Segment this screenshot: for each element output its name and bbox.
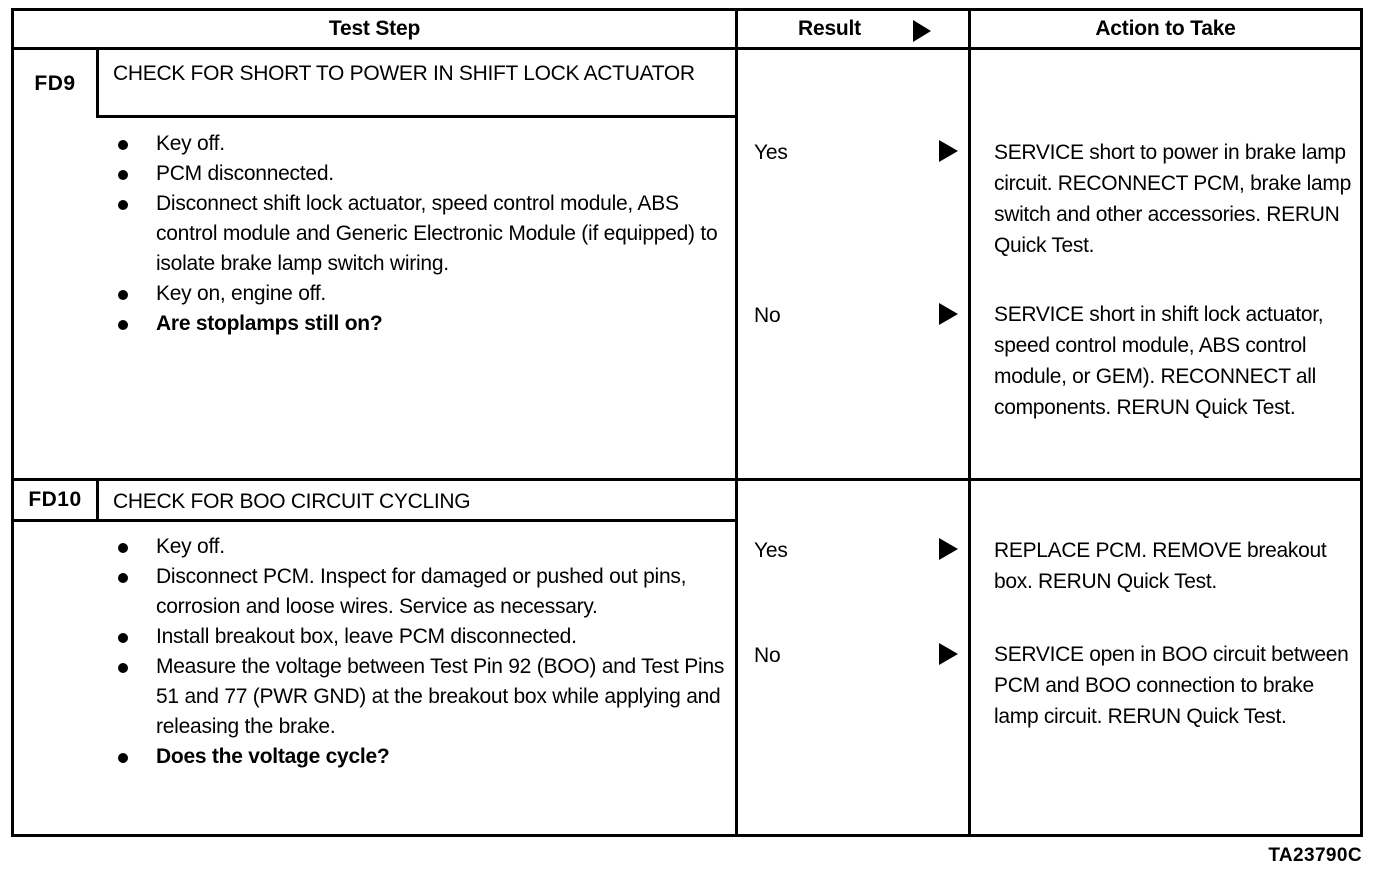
right-triangle-icon (939, 643, 958, 665)
bullet-text: Does the voltage cycle? (156, 745, 390, 768)
column-header-action-to-take: Action to Take (1095, 17, 1236, 40)
bullet-text: Measure the voltage between Test Pin 92 … (156, 655, 725, 738)
step-id-fd10: FD10 (28, 488, 82, 511)
bullet-dot-icon (118, 290, 128, 300)
bullet-dot-icon (118, 543, 128, 553)
bullet-item: Install breakout box, leave PCM disconne… (99, 622, 735, 652)
result-label-fd10-no: No (754, 644, 781, 667)
step-id-divider-fd9 (96, 47, 99, 118)
bullet-item-question: Does the voltage cycle? (99, 742, 735, 772)
action-text-fd9-yes: SERVICE short to power in brake lamp cir… (994, 141, 1351, 257)
bullet-item: Key off. (99, 129, 735, 159)
right-triangle-icon (913, 20, 931, 42)
bullet-dot-icon (118, 320, 128, 330)
bullet-item: Disconnect shift lock actuator, speed co… (99, 189, 735, 279)
bullet-dot-icon (118, 170, 128, 180)
step-bullets-fd9: Key off. PCM disconnected. Disconnect sh… (99, 121, 735, 339)
column-header-test-step: Test Step (328, 17, 421, 40)
action-text-fd9-no: SERVICE short in shift lock actuator, sp… (994, 303, 1324, 419)
test-step-result-divider (735, 11, 738, 834)
step-bullets-fd10: Key off. Disconnect PCM. Inspect for dam… (99, 524, 735, 772)
bullet-text: Install breakout box, leave PCM disconne… (156, 625, 577, 648)
bullet-item-question: Are stoplamps still on? (99, 309, 735, 339)
bullet-dot-icon (118, 573, 128, 583)
result-label-fd10-yes: Yes (754, 539, 788, 562)
bullet-item: Key on, engine off. (99, 279, 735, 309)
bullet-item: Key off. (99, 532, 735, 562)
bullet-item: Measure the voltage between Test Pin 92 … (99, 652, 735, 742)
step-id-fd9: FD9 (34, 72, 76, 95)
right-triangle-icon (939, 140, 958, 162)
bullet-text: Key on, engine off. (156, 282, 326, 305)
bullet-dot-icon (118, 633, 128, 643)
bullet-item: PCM disconnected. (99, 159, 735, 189)
action-text-fd10-yes: REPLACE PCM. REMOVE breakout box. RERUN … (994, 539, 1327, 593)
step-title-fd9: CHECK FOR SHORT TO POWER IN SHIFT LOCK A… (113, 62, 695, 85)
column-header-result: Result (738, 11, 968, 47)
right-triangle-icon (939, 538, 958, 560)
step-title-fd10: CHECK FOR BOO CIRCUIT CYCLING (113, 490, 471, 513)
bullet-dot-icon (118, 200, 128, 210)
bullet-dot-icon (118, 663, 128, 673)
bullet-text: PCM disconnected. (156, 162, 334, 185)
step-title-divider-fd10 (14, 519, 735, 522)
result-action-divider (968, 11, 971, 834)
step-title-divider-fd9 (96, 115, 735, 118)
bullet-text: Disconnect shift lock actuator, speed co… (156, 192, 718, 275)
step-block-divider (14, 478, 1360, 481)
header-divider (14, 47, 1360, 50)
diagnostic-test-step-table: Test Step Result Action to Take FD9 CHEC… (11, 8, 1363, 837)
figure-reference-code: TA23790C (1268, 845, 1362, 866)
right-triangle-icon (939, 303, 958, 325)
bullet-text: Key off. (156, 132, 225, 155)
bullet-text: Disconnect PCM. Inspect for damaged or p… (156, 565, 687, 618)
action-text-fd10-no: SERVICE open in BOO circuit between PCM … (994, 643, 1349, 728)
result-label-fd9-yes: Yes (754, 141, 788, 164)
bullet-text: Are stoplamps still on? (156, 312, 383, 335)
bullet-dot-icon (118, 753, 128, 763)
result-label-fd9-no: No (754, 304, 781, 327)
bullet-item: Disconnect PCM. Inspect for damaged or p… (99, 562, 735, 622)
column-header-result-label: Result (798, 17, 861, 40)
bullet-text: Key off. (156, 535, 225, 558)
bullet-dot-icon (118, 140, 128, 150)
step-id-divider-fd10 (96, 481, 99, 522)
